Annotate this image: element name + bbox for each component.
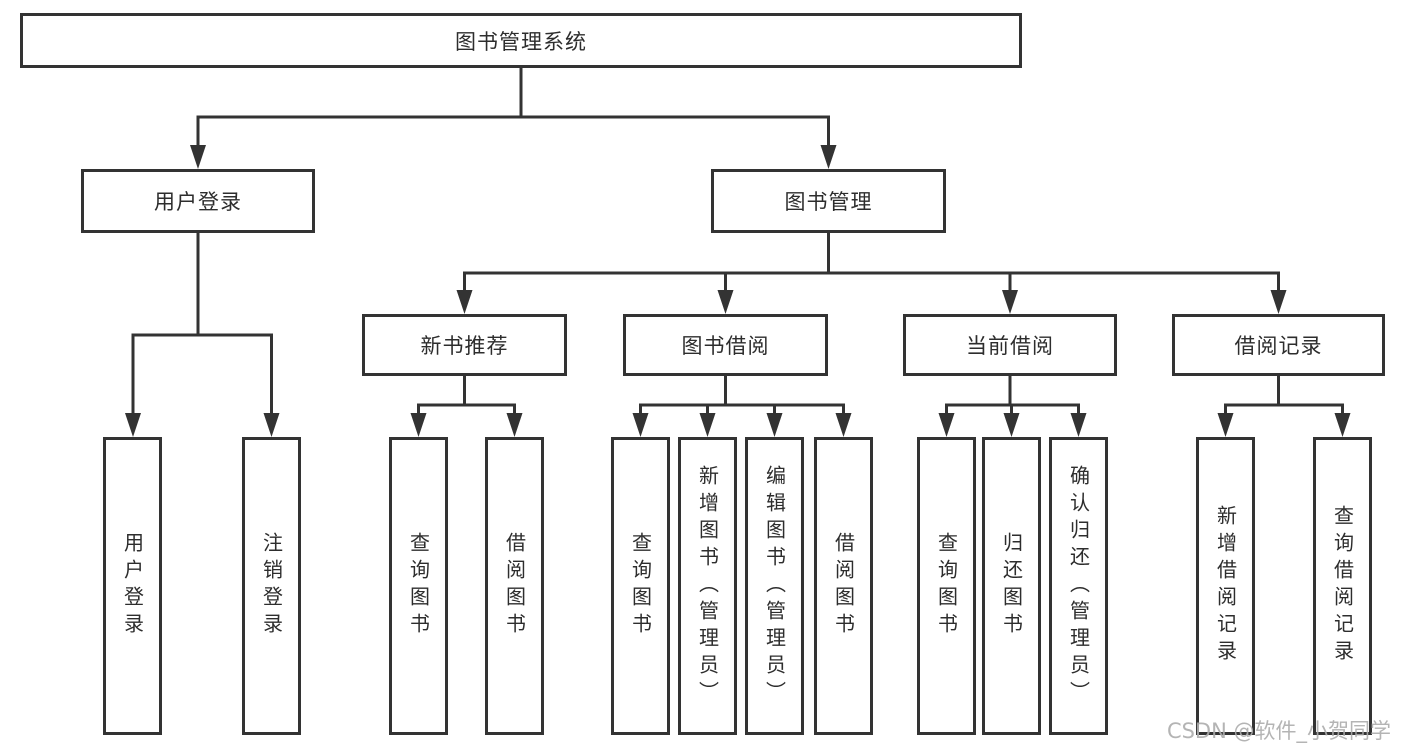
leaf-label: 查询图书 xyxy=(934,532,959,640)
leaf-edit-books-admin: 编辑图书（管理员） xyxy=(745,437,804,735)
leaf-label: 查询图书 xyxy=(628,532,653,640)
node-user-login: 用户登录 xyxy=(81,169,315,233)
leaf-borrow-books-recommend: 借阅图书 xyxy=(485,437,544,735)
leaf-label: 归还图书 xyxy=(999,532,1024,640)
leaf-label: 新增借阅记录 xyxy=(1213,505,1238,667)
node-library-system: 图书管理系统 xyxy=(20,13,1022,68)
leaf-label: 注销登录 xyxy=(259,532,284,640)
leaf-borrow-books: 借阅图书 xyxy=(814,437,873,735)
node-borrow-record: 借阅记录 xyxy=(1172,314,1385,376)
leaf-add-books-admin: 新增图书（管理员） xyxy=(678,437,737,735)
leaf-query-borrow-record: 查询借阅记录 xyxy=(1313,437,1372,735)
leaf-label: 编辑图书（管理员） xyxy=(762,464,787,708)
leaf-query-books-recommend: 查询图书 xyxy=(389,437,448,735)
leaf-label: 借阅图书 xyxy=(831,532,856,640)
leaf-label: 确认归还（管理员） xyxy=(1066,464,1091,708)
node-new-book-recommend: 新书推荐 xyxy=(362,314,567,376)
leaf-label: 查询图书 xyxy=(406,532,431,640)
leaf-query-books-current: 查询图书 xyxy=(917,437,976,735)
node-current-borrow: 当前借阅 xyxy=(903,314,1117,376)
leaf-confirm-return-admin: 确认归还（管理员） xyxy=(1049,437,1108,735)
node-book-borrow: 图书借阅 xyxy=(623,314,828,376)
leaf-logout: 注销登录 xyxy=(242,437,301,735)
csdn-watermark: CSDN @软件_小贺同学 xyxy=(1166,719,1391,743)
leaf-label: 查询借阅记录 xyxy=(1330,505,1355,667)
leaf-user-login: 用户登录 xyxy=(103,437,162,735)
leaf-label: 用户登录 xyxy=(120,532,145,640)
node-book-management: 图书管理 xyxy=(711,169,946,233)
leaf-label: 新增图书（管理员） xyxy=(695,464,720,708)
leaf-query-books-borrow: 查询图书 xyxy=(611,437,670,735)
leaf-return-books: 归还图书 xyxy=(982,437,1041,735)
leaf-add-borrow-record: 新增借阅记录 xyxy=(1196,437,1255,735)
leaf-label: 借阅图书 xyxy=(502,532,527,640)
